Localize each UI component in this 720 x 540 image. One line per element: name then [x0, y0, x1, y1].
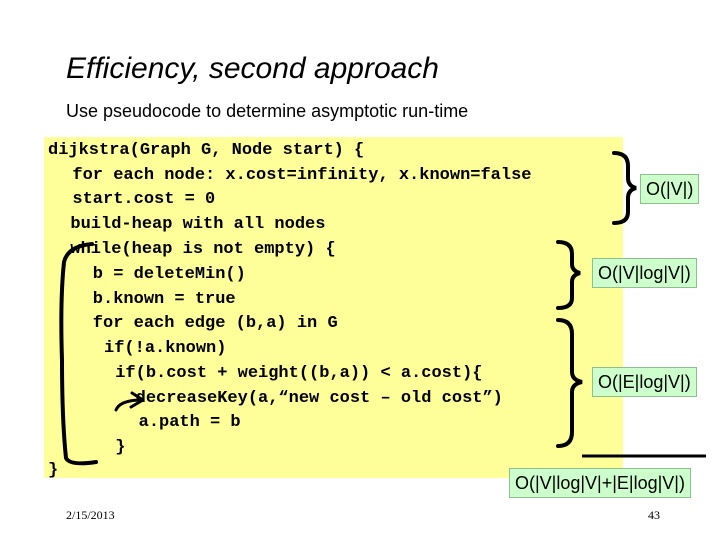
slide-subtitle: Use pseudocode to determine asymptotic r… — [66, 101, 469, 121]
code-line: build-heap with all nodes — [50, 215, 326, 234]
slide-title: Efficiency, second approach — [66, 52, 439, 85]
code-line: } — [48, 461, 59, 480]
code-line: decreaseKey(a,“new cost – old cost”) — [54, 389, 503, 408]
brace-loop — [556, 240, 581, 310]
arrow-to-decreasekey — [114, 398, 144, 412]
code-line: } — [54, 438, 126, 457]
code-line: if(b.cost + weight((b,a)) < a.cost){ — [54, 364, 483, 383]
code-line: for each edge (b,a) in G — [52, 314, 338, 333]
code-line: while(heap is not empty) { — [50, 240, 336, 259]
code-line: b.known = true — [52, 290, 236, 309]
total-cost-label: O(|V|log|V|+|E|log|V|) — [509, 468, 691, 498]
loop-bracket — [59, 242, 98, 466]
arrow-head — [129, 391, 145, 409]
code-line: start.cost = 0 — [52, 190, 216, 209]
code-line: dijkstra(Graph G, Node start) { — [48, 141, 365, 160]
brace-edge — [556, 318, 583, 448]
brace-init — [612, 151, 637, 225]
code-line: a.path = b — [57, 413, 241, 432]
slide-date: 2/15/2013 — [66, 508, 115, 522]
init-cost-label: O(|V|) — [640, 174, 700, 204]
edge-cost-label: O(|E|log|V|) — [592, 367, 697, 397]
code-block — [44, 137, 623, 478]
code-line: if(!a.known) — [53, 339, 227, 358]
loop-cost-label: O(|V|log|V|) — [592, 258, 697, 288]
code-line: b = deleteMin() — [52, 265, 246, 284]
code-line: for each node: x.cost=infinity, x.known=… — [52, 166, 532, 185]
page-number: 43 — [648, 508, 660, 522]
